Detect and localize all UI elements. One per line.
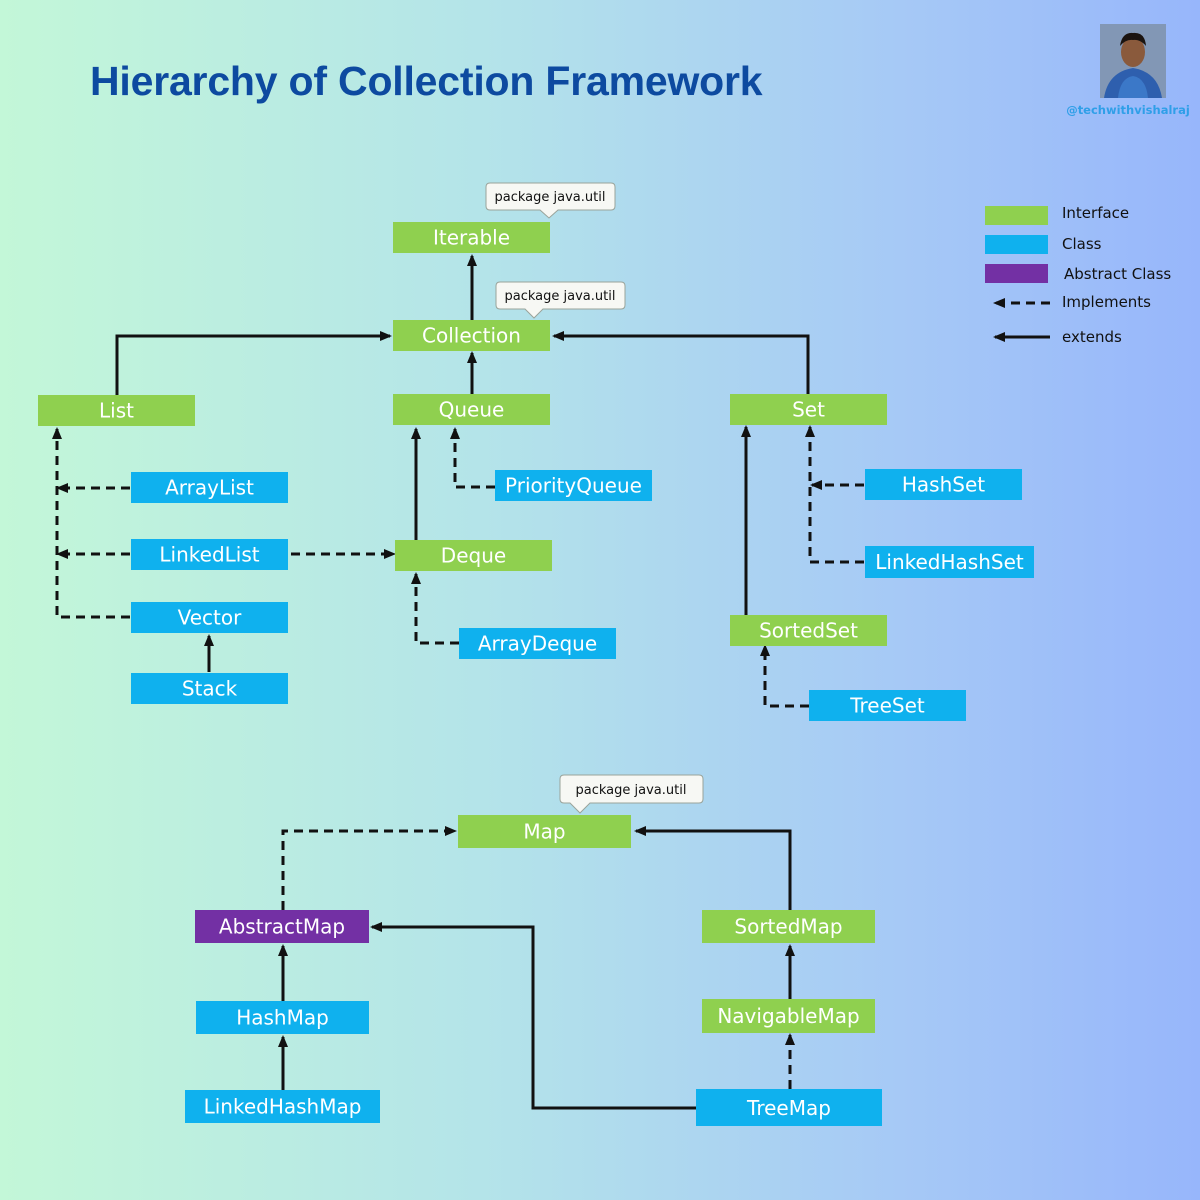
legend-swatch-interface — [985, 206, 1048, 225]
node-label: Iterable — [433, 226, 510, 250]
legend-swatch-class — [985, 235, 1048, 254]
callout-label: package java.util — [495, 190, 606, 205]
node-linkedhashset: LinkedHashSet — [865, 546, 1034, 578]
node-label: ArrayList — [165, 476, 254, 500]
node-label: Map — [523, 820, 565, 844]
edge-arraydeque-to-deque — [411, 572, 459, 645]
node-label: Vector — [178, 606, 243, 630]
edge-vector-to-list — [52, 427, 130, 619]
callout-iterable: package java.util — [485, 182, 616, 219]
node-treeset: TreeSet — [809, 690, 966, 721]
edge-priorityqueue-to-queue — [450, 427, 495, 489]
node-label: HashMap — [236, 1006, 329, 1030]
node-iterable: Iterable — [393, 222, 550, 253]
node-collection: Collection — [393, 320, 550, 351]
legend-label-abstract-class: Abstract Class — [1064, 265, 1171, 283]
node-vector: Vector — [131, 602, 288, 633]
node-label: SortedMap — [734, 915, 842, 939]
node-stack: Stack — [131, 673, 288, 704]
node-treemap: TreeMap — [696, 1089, 882, 1126]
node-label: TreeMap — [746, 1096, 831, 1120]
legend-label-extends: extends — [1062, 328, 1122, 346]
node-label: List — [99, 399, 134, 423]
node-hashset: HashSet — [865, 469, 1022, 500]
node-arraydeque: ArrayDeque — [459, 628, 616, 659]
node-label: PriorityQueue — [505, 474, 642, 498]
callout-collection: package java.util — [495, 281, 626, 319]
edge-treemap-to-abstractmap — [370, 922, 696, 1110]
legend-label-implements: Implements — [1062, 293, 1151, 311]
node-label: Stack — [182, 677, 238, 701]
node-label: Set — [792, 398, 825, 422]
node-navigablemap: NavigableMap — [702, 999, 875, 1033]
legend-label-interface: Interface — [1062, 204, 1129, 222]
node-linkedlist: LinkedList — [131, 539, 288, 570]
edge-set-to-collection — [552, 331, 810, 394]
edge-sortedmap-to-map — [634, 826, 792, 910]
node-label: LinkedHashMap — [204, 1095, 362, 1119]
legend-swatch-abstract-class — [985, 264, 1048, 283]
node-label: SortedSet — [759, 619, 858, 643]
callout-label: package java.util — [505, 289, 616, 304]
node-label: LinkedList — [159, 543, 259, 567]
node-label: NavigableMap — [717, 1004, 859, 1028]
node-sortedset: SortedSet — [730, 615, 887, 646]
node-label: HashSet — [902, 473, 985, 497]
legend: Interface Class Abstract Class Implement… — [985, 204, 1171, 346]
node-list: List — [38, 395, 195, 426]
node-hashmap: HashMap — [196, 1001, 369, 1034]
edge-treeset-to-sortedset — [760, 644, 809, 708]
node-arraylist: ArrayList — [131, 472, 288, 503]
node-label: ArrayDeque — [478, 632, 597, 656]
legend-label-class: Class — [1062, 235, 1102, 253]
edge-linkedhashset-to-set — [805, 425, 864, 564]
node-linkedhashmap: LinkedHashMap — [185, 1090, 380, 1123]
page-title: Hierarchy of Collection Framework — [90, 58, 763, 104]
callout-map: package java.util — [559, 774, 704, 814]
node-abstractmap: AbstractMap — [195, 910, 369, 943]
author-handle: @techwithvishalraj — [1066, 103, 1190, 117]
node-set: Set — [730, 394, 887, 425]
connectors — [52, 254, 864, 1110]
node-label: AbstractMap — [219, 915, 345, 939]
node-priorityqueue: PriorityQueue — [495, 470, 652, 501]
node-queue: Queue — [393, 394, 550, 425]
edge-abstractmap-to-map — [281, 826, 457, 910]
node-label: TreeSet — [849, 694, 925, 718]
node-label: Deque — [441, 544, 506, 568]
callout-label: package java.util — [576, 783, 687, 798]
node-map: Map — [458, 815, 631, 848]
node-label: LinkedHashSet — [875, 550, 1024, 574]
node-deque: Deque — [395, 540, 552, 571]
author-avatar — [1100, 24, 1166, 98]
node-sortedmap: SortedMap — [702, 910, 875, 943]
node-label: Queue — [439, 398, 505, 422]
node-label: Collection — [422, 324, 521, 348]
edge-list-to-collection — [115, 331, 392, 395]
